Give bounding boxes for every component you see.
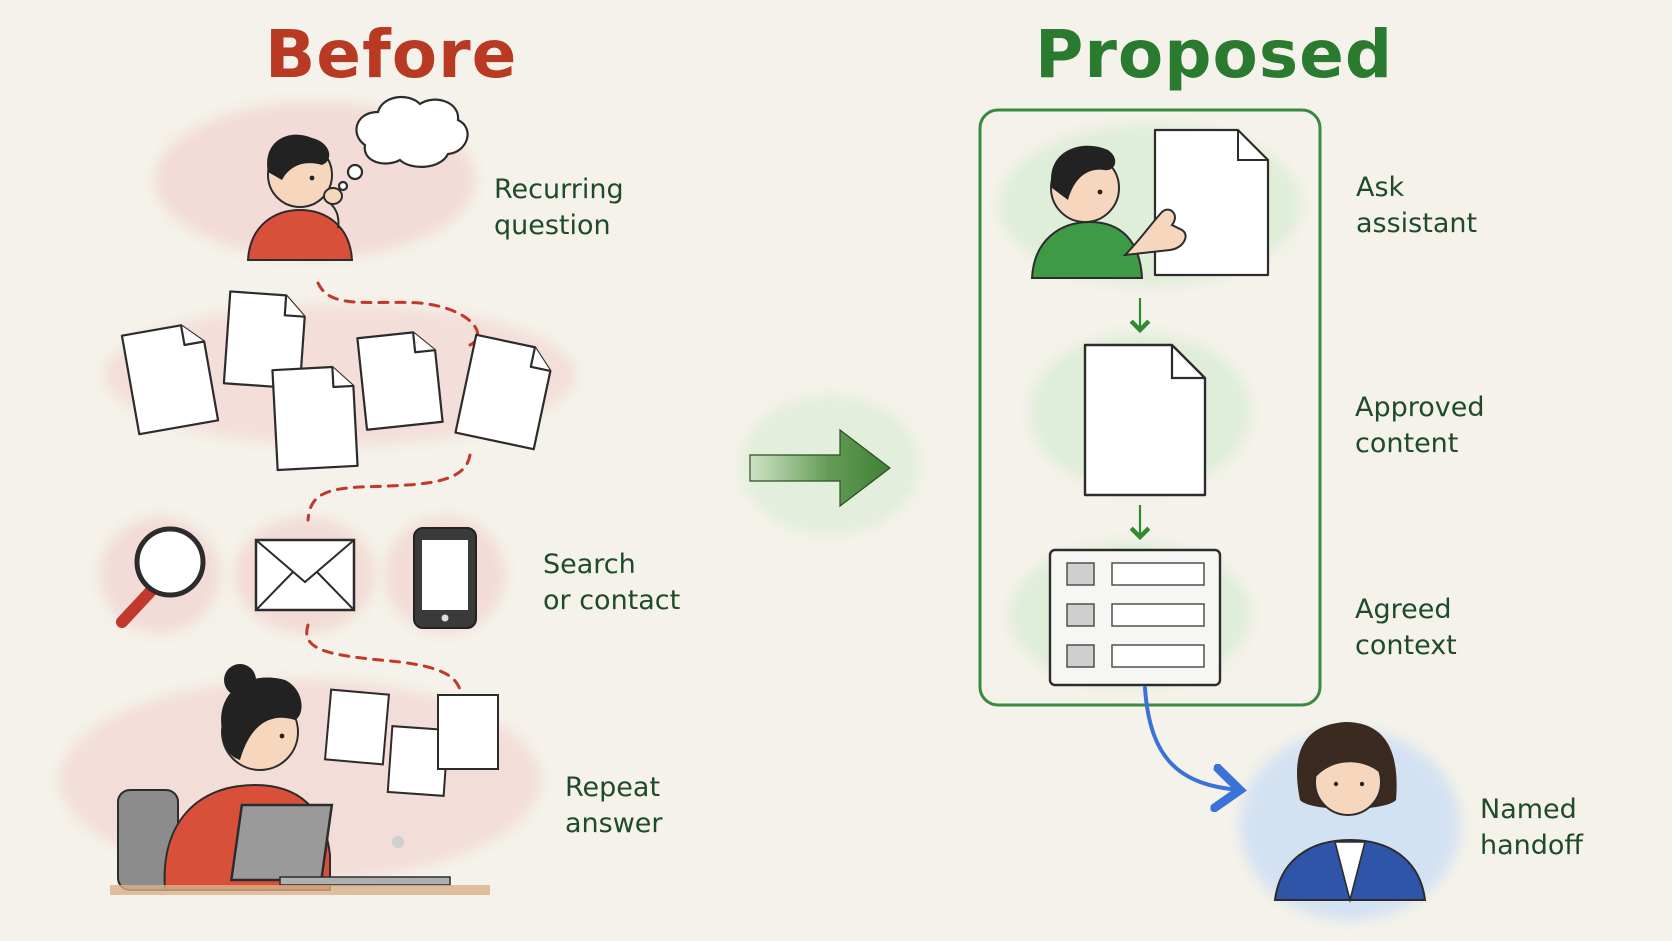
proposed-frame [978, 108, 1322, 707]
label-line: Ask [1356, 172, 1405, 203]
person-with-document-icon [1030, 128, 1270, 279]
thought-bubble-icon [337, 95, 469, 192]
label-line: answer [565, 808, 663, 839]
proposed-step-label: Ask assistant [1356, 170, 1477, 242]
proposed-step-label: Agreed context [1355, 592, 1457, 664]
proposed-step-label: Approved content [1355, 390, 1485, 462]
before-step-label: Recurring question [494, 172, 624, 244]
loose-papers-icon [323, 688, 499, 797]
context-form-icon [1048, 548, 1222, 687]
label-line: Named [1480, 794, 1577, 825]
approved-document-icon [1083, 343, 1207, 497]
label-line: or contact [543, 585, 681, 616]
proposed-title: Proposed [1035, 16, 1394, 93]
label-line: Search [543, 549, 636, 580]
search-icon [116, 526, 206, 628]
before-step-label: Repeat answer [565, 770, 663, 842]
envelope-icon [254, 538, 356, 612]
label-line: Repeat [565, 772, 661, 803]
handoff-label: Named handoff [1480, 792, 1583, 864]
thinking-person-icon [246, 134, 354, 261]
label-line: question [494, 210, 611, 241]
label-line: Approved [1355, 392, 1485, 423]
label-line: Agreed [1355, 594, 1452, 625]
label-line: assistant [1356, 208, 1478, 239]
label-line: context [1355, 630, 1457, 661]
transition-arrow-icon [740, 395, 920, 535]
label-line: handoff [1480, 830, 1584, 861]
phone-icon [413, 527, 477, 629]
label-line: content [1355, 428, 1459, 459]
before-title: Before [265, 16, 518, 93]
scattered-documents-icon [120, 290, 552, 472]
label-line: Recurring [494, 174, 624, 205]
handoff-person-icon [1273, 722, 1427, 904]
before-flow-path [305, 281, 480, 692]
person-at-laptop-icon [110, 664, 490, 895]
handoff-arrow [1143, 686, 1240, 790]
before-step-label: Search or contact [543, 547, 680, 619]
